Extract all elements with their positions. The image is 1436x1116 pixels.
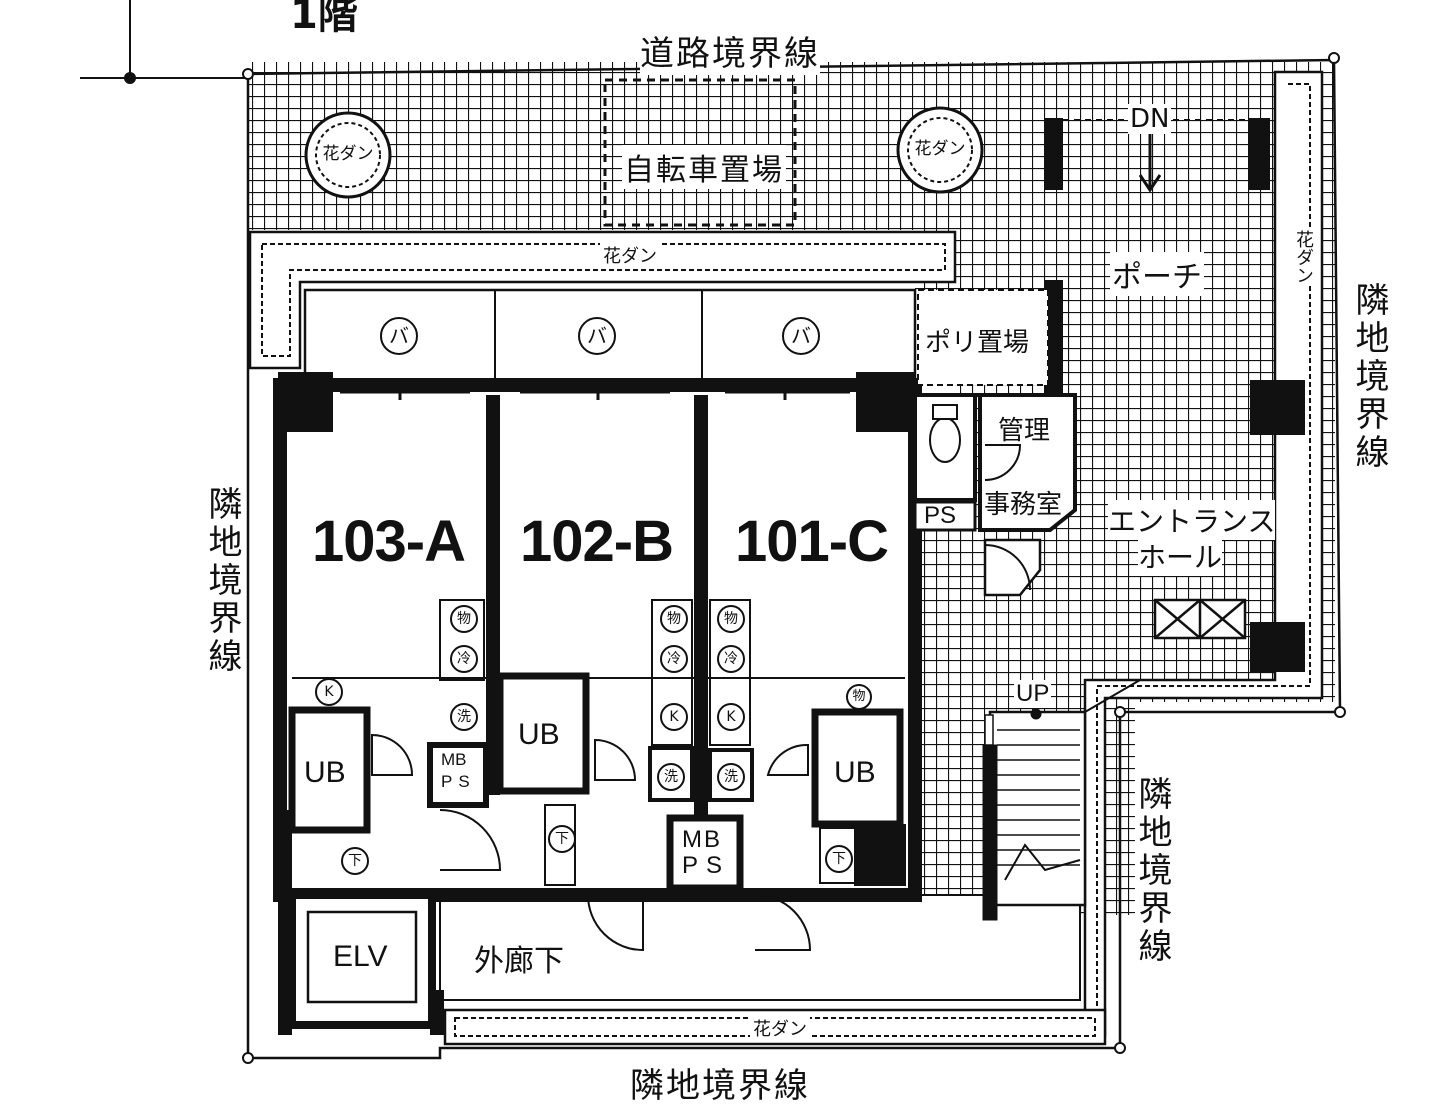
up-label: UP	[1014, 680, 1052, 708]
entrance-hall-label-1: エントランス	[1108, 500, 1276, 540]
window-marks	[340, 384, 850, 400]
round-flower-bed-left	[304, 111, 392, 199]
balcony-mark-102B: バ	[578, 317, 616, 355]
neighbor-boundary-right: 隣地境界線	[1349, 282, 1389, 472]
kitchen-mark-101C: K	[717, 703, 745, 731]
neighbor-boundary-left: 隣地境界線	[202, 486, 242, 676]
round-flower-bed-right	[896, 106, 984, 194]
corridor-outline	[439, 894, 1081, 1001]
neighbor-boundary-bottom: 隣地境界線	[630, 1066, 810, 1106]
corridor-label: 外廊下	[474, 944, 564, 979]
office-label-2: 事務室	[984, 490, 1063, 520]
ps-label: PS	[924, 502, 957, 529]
kitchen-mark-102B: K	[660, 703, 688, 731]
washer-mark-102B: 洗	[657, 763, 685, 791]
balcony-mark-103A: バ	[380, 317, 418, 355]
unit-label-101C: 101-C	[735, 509, 889, 574]
shoe-mark-102B: 下	[548, 825, 576, 853]
storage-mark-101C-2: 物	[846, 684, 872, 710]
washer-mark-101C: 洗	[717, 763, 745, 791]
storage-mark-101C: 物	[717, 605, 745, 633]
bottom-flower-strip-label: 花ダン	[750, 1015, 810, 1041]
round-flower-bed-left-label: 花ダン	[322, 144, 374, 164]
unit-101C-interior	[708, 599, 906, 951]
unit-label-102B: 102-B	[520, 509, 674, 574]
bath-103A: UB	[304, 756, 346, 789]
shoe-mark-101C: 下	[825, 845, 853, 873]
round-flower-bed-right-label: 花ダン	[914, 139, 966, 159]
unit-label-103A: 103-A	[312, 509, 466, 574]
top-flower-strip	[248, 230, 957, 370]
porch-label: ポーチ	[1110, 252, 1204, 296]
entrance-hall-label-2: ホール	[1138, 536, 1223, 576]
elevator-label: ELV	[333, 940, 388, 973]
garbage-area-label: ポリ置場	[925, 322, 1030, 359]
kitchen-mark-103A: K	[315, 678, 343, 706]
mbps-102B-line1: MB	[682, 826, 722, 853]
office-block	[913, 393, 1077, 597]
bath-101C: UB	[834, 756, 876, 789]
washer-mark-103A: 洗	[450, 703, 478, 731]
neighbor-boundary-lower-right: 隣地境界線	[1132, 776, 1172, 966]
mbps-103A-line1: MB	[441, 750, 467, 769]
mbps-103A-line2: PS	[441, 772, 476, 791]
office-label-1: 管理	[998, 416, 1051, 446]
unit-103A-interior	[288, 599, 502, 871]
fridge-mark-103A: 冷	[450, 645, 478, 673]
floor-label: 1階	[290, 0, 358, 38]
storage-mark-102B: 物	[660, 605, 688, 633]
entrance-boxes	[1153, 598, 1247, 640]
bath-102B: UB	[518, 718, 560, 751]
shoe-mark-103A: 下	[341, 847, 369, 875]
balcony-mark-101C: バ	[782, 317, 820, 355]
dn-label: DN	[1128, 104, 1172, 134]
road-boundary-label: 道路境界線	[640, 26, 820, 75]
staircase	[982, 708, 1087, 921]
mbps-102B-line2: PS	[682, 852, 731, 879]
storage-mark-103A: 物	[450, 605, 478, 633]
fridge-mark-102B: 冷	[660, 645, 688, 673]
porch-walls	[1045, 118, 1305, 672]
bicycle-parking-label: 自転車置場	[622, 145, 786, 189]
fridge-mark-101C: 冷	[717, 645, 745, 673]
top-flower-strip-label: 花ダン	[600, 242, 660, 268]
right-flower-strip-label: 花ダン	[1290, 230, 1316, 284]
